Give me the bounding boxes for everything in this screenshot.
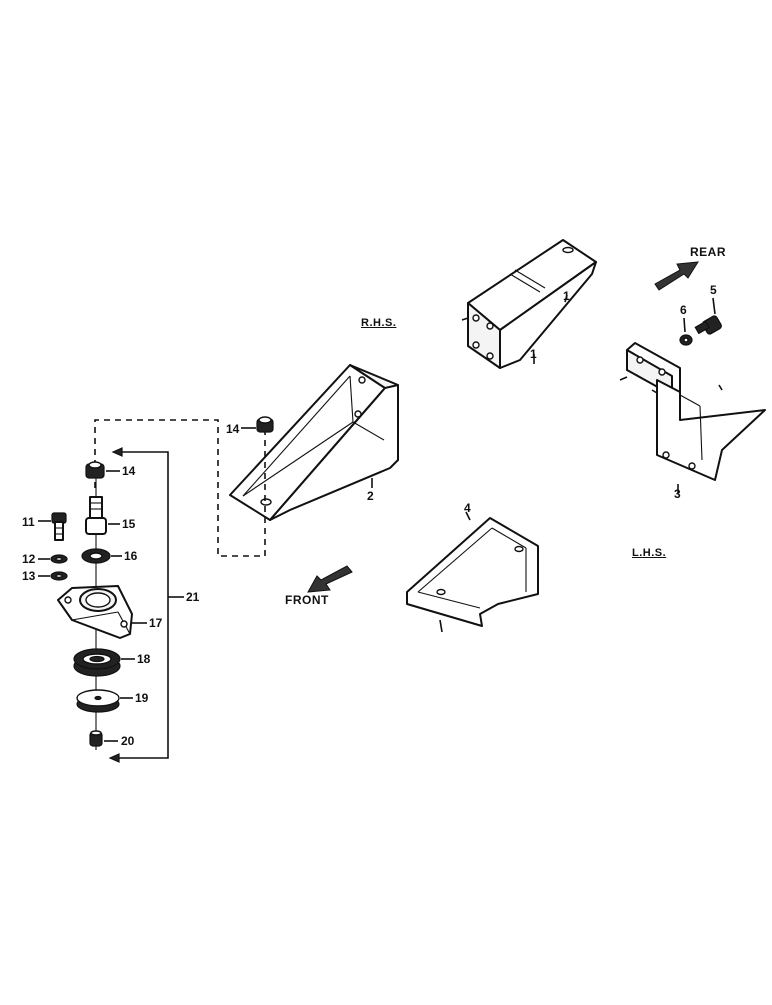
callout-15: 15 [122, 517, 136, 531]
callout-17: 17 [149, 616, 163, 630]
bracket-part-3 [619, 342, 766, 494]
flange-housing-part-17 [57, 585, 147, 639]
callout-11: 11 [22, 515, 35, 529]
disc-part-19 [76, 689, 133, 713]
nut-part-14-stack [85, 461, 120, 479]
callout-1-upper: 1 [563, 289, 570, 303]
callout-12: 12 [22, 552, 36, 566]
callout-4: 4 [464, 501, 471, 515]
front-direction-label: FRONT [285, 593, 329, 607]
callout-3: 3 [674, 487, 681, 501]
callout-2: 2 [367, 489, 374, 503]
callout-16: 16 [124, 549, 138, 563]
rhs-side-label: R.H.S. [361, 317, 397, 329]
callout-1-lower: 1 [530, 347, 537, 361]
front-arrow-icon [307, 565, 353, 593]
callout-6: 6 [680, 303, 687, 317]
callout-5: 5 [710, 283, 717, 297]
bolt-part-5 [694, 297, 722, 335]
washer-part-12 [38, 554, 68, 564]
callout-21: 21 [186, 590, 200, 604]
stud-part-15 [85, 496, 120, 535]
bracket-part-1 [461, 239, 597, 369]
assembly-dashed-line [94, 419, 266, 557]
nut-part-14-upper [241, 416, 274, 433]
screw-part-20 [89, 730, 118, 747]
bracket-part-2 [229, 364, 399, 521]
callout-19: 19 [135, 691, 149, 705]
rear-direction-label: REAR [690, 245, 727, 259]
lhs-side-label: L.H.S. [632, 547, 667, 559]
washer-part-16 [81, 548, 122, 564]
washer-part-6 [679, 317, 693, 346]
callout-20: 20 [121, 734, 135, 748]
callout-18: 18 [137, 652, 151, 666]
bracket-part-4 [406, 511, 539, 633]
callout-14-stack: 14 [122, 464, 136, 478]
callout-13: 13 [22, 569, 36, 583]
assembly-bracket-21 [108, 447, 184, 763]
rear-arrow-icon [654, 261, 699, 291]
washer-part-13 [38, 571, 68, 581]
bearing-part-18 [73, 648, 135, 677]
callout-14-upper: 14 [226, 422, 240, 436]
bolt-part-11 [38, 512, 67, 541]
